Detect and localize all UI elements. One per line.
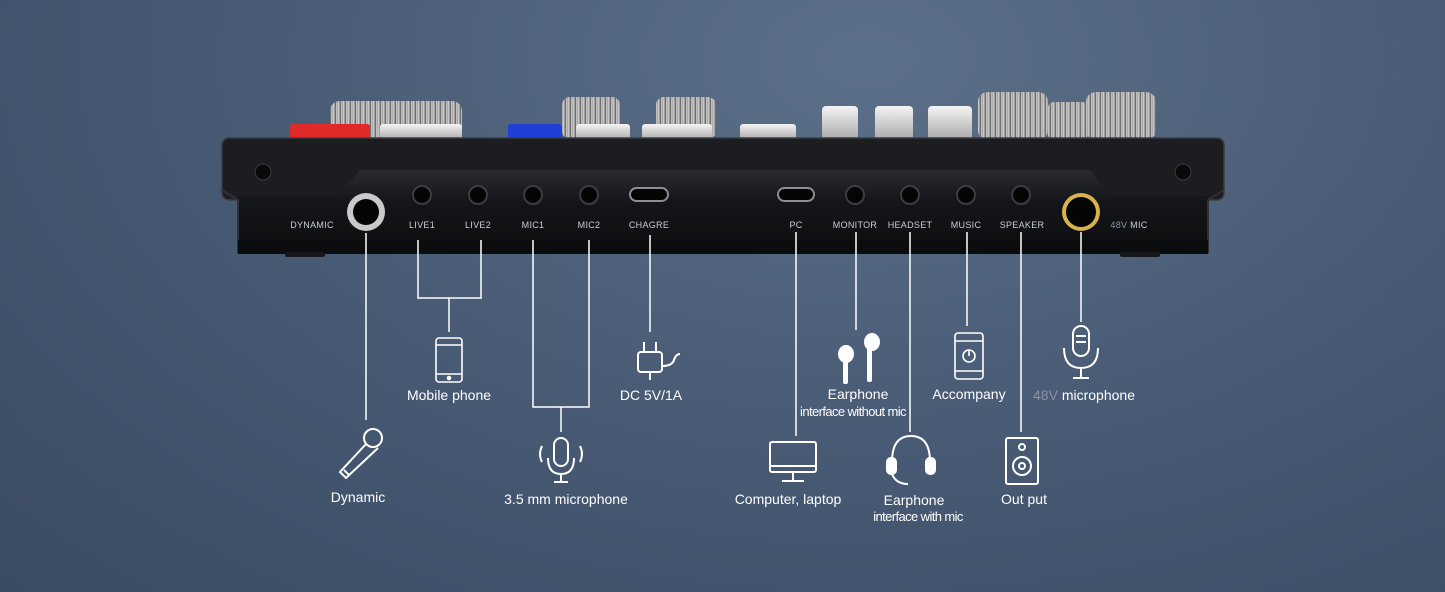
microphone-35mm-icon	[539, 437, 583, 483]
callout-35mm-microphone: 3.5 mm microphone	[504, 491, 628, 507]
top-controls	[290, 92, 1156, 141]
dynamic-microphone-icon	[338, 428, 383, 480]
port-label-pc: PC	[789, 220, 803, 230]
headset-icon	[886, 434, 936, 485]
knob-4	[978, 92, 1048, 140]
port-label-headset: HEADSET	[887, 220, 933, 230]
callout-headset-line2: interface with mic	[873, 509, 963, 524]
port-label-music: MUSIC	[950, 220, 982, 230]
speaker-port	[1011, 185, 1031, 205]
pc-port	[777, 187, 815, 202]
dc-plug-icon	[637, 342, 681, 380]
port-label-mic: MIC	[1130, 220, 1148, 230]
port-label-live1: LIVE1	[408, 220, 436, 230]
mic1-port	[523, 185, 543, 205]
headset-port	[900, 185, 920, 205]
connector-lines	[365, 232, 1082, 436]
callout-earphone-line1: Earphone	[827, 386, 889, 402]
port-label-mic2: MIC2	[577, 220, 601, 230]
port-label-charge: CHAGRE	[628, 220, 670, 230]
white-fader-2	[576, 124, 630, 140]
callout-microphone: microphone	[1061, 387, 1135, 403]
callout-headset-line1: Earphone	[883, 492, 945, 508]
callout-computer: Computer, laptop	[734, 491, 842, 507]
callout-dynamic: Dynamic	[330, 489, 386, 505]
knob-6	[1086, 92, 1156, 140]
white-fader-3	[642, 124, 712, 140]
callout-output: Out put	[1001, 491, 1047, 507]
earphone-icon	[838, 333, 880, 384]
fader-cap-1	[822, 106, 858, 140]
fader-cap-3	[928, 106, 972, 140]
port-label-speaker: SPEAKER	[999, 220, 1045, 230]
white-fader-4	[740, 124, 796, 140]
condenser-microphone-icon	[1063, 325, 1099, 379]
port-label-48v-prefix: 48V	[1110, 220, 1128, 230]
port-label-48v-mic: 48V MIC	[1110, 220, 1147, 230]
port-label-live2: LIVE2	[464, 220, 492, 230]
callout-48v-prefix: 48V	[1033, 387, 1058, 403]
red-button	[290, 124, 370, 140]
callout-mobile-phone: Mobile phone	[406, 387, 492, 403]
port-label-monitor: MONITOR	[832, 220, 878, 230]
fader-cap-2	[875, 106, 913, 140]
ports	[347, 185, 1100, 231]
port-label-mic1: MIC1	[521, 220, 545, 230]
callout-accompany: Accompany	[932, 386, 1006, 402]
screw-left	[254, 163, 272, 181]
mic2-port	[579, 185, 599, 205]
monitor-port	[845, 185, 865, 205]
mobile-phone-icon	[435, 337, 463, 383]
port-label-dynamic: DYNAMIC	[290, 220, 334, 230]
screw-right	[1174, 163, 1192, 181]
music-port	[956, 185, 976, 205]
charge-port	[629, 187, 669, 202]
live1-port	[412, 185, 432, 205]
blue-button	[508, 124, 562, 140]
live2-port	[468, 185, 488, 205]
accompany-phone-icon	[954, 332, 984, 380]
knob-5	[1048, 102, 1088, 140]
callout-dc: DC 5V/1A	[619, 387, 683, 403]
speaker-icon	[1005, 437, 1039, 485]
computer-monitor-icon	[769, 441, 817, 482]
callout-48v-microphone: 48V microphone	[1033, 388, 1135, 403]
callout-earphone-line2: interface without mic	[800, 404, 907, 419]
white-fader-1	[380, 124, 462, 140]
